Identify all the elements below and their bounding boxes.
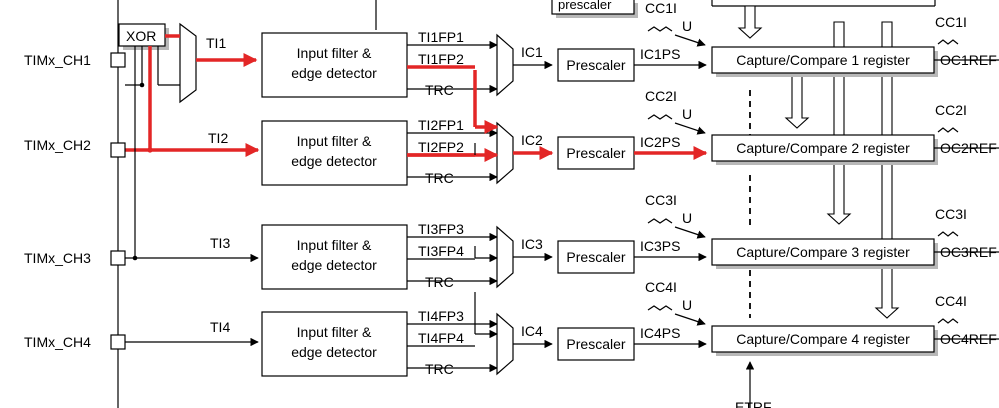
ic-mux-ch3: [496, 225, 514, 289]
event-wave-ch1: [647, 26, 673, 32]
ic-mux-ch2: [496, 121, 514, 185]
cc-event-top-ch2: CC2I: [645, 88, 677, 104]
pin-box-ch4: [110, 334, 126, 350]
filter-line2-ch3: edge detector: [291, 257, 377, 273]
input-filter-ch1: [261, 32, 408, 98]
cc-register-label-ch3: Capture/Compare 3 register: [736, 244, 910, 260]
oc-label-ch3: OC3REF: [940, 244, 997, 260]
ic-mux-ch4: [496, 312, 514, 376]
filter-line1-ch3: Input filter &: [297, 237, 372, 253]
input-filter-ch4: [261, 311, 408, 377]
oc-label-ch1: OC1REF: [940, 52, 997, 68]
event-wave-right-ch1: [937, 39, 959, 45]
ic-label-ch4: IC4: [521, 323, 543, 339]
xor-label: XOR: [126, 28, 156, 44]
top-prescaler-box: [551, 0, 635, 15]
bottom-label: ETRF: [735, 399, 772, 408]
input-filter-ch2: [261, 120, 408, 186]
prescaler-ch1: [557, 48, 635, 82]
event-wave-ch4: [647, 305, 673, 311]
ic-label-ch1: IC1: [521, 44, 543, 60]
cc-register-label-ch1: Capture/Compare 1 register: [736, 52, 910, 68]
cc-register-ch2: [711, 134, 935, 162]
cc-register-ch3: [711, 238, 935, 266]
top-prescaler-label: prescaler: [558, 0, 612, 12]
pin-label-ch4: TIMx_CH4: [24, 334, 91, 350]
ic-label-ch3: IC3: [521, 236, 543, 252]
cc-event-top-ch1: CC1I: [645, 0, 677, 16]
filter-line1-ch1: Input filter &: [297, 45, 372, 61]
prescaler-label-ch3: Prescaler: [566, 249, 625, 265]
fp-b-label-ch3: TI3FP4: [418, 243, 464, 259]
cc-register-label-ch4: Capture/Compare 4 register: [736, 331, 910, 347]
filter-line2-ch1: edge detector: [291, 65, 377, 81]
prescaler-label-ch4: Prescaler: [566, 336, 625, 352]
prescaler-label-ch2: Prescaler: [566, 145, 625, 161]
ti-label-ch4: TI4: [210, 319, 230, 335]
event-wave-ch3: [647, 218, 673, 224]
ps-label-ch1: IC1PS: [640, 46, 680, 62]
cc-register-label-ch2: Capture/Compare 2 register: [736, 140, 910, 156]
pin-label-ch1: TIMx_CH1: [24, 52, 91, 68]
ps-label-ch3: IC3PS: [640, 238, 680, 254]
fp-a-label-ch2: TI2FP1: [418, 117, 464, 133]
trc-label-ch3: TRC: [425, 274, 454, 290]
cc-register-ch4: [711, 325, 935, 353]
prescaler-ch3: [557, 240, 635, 274]
ic-mux-ch1: [496, 33, 514, 97]
input-filter-ch3: [261, 224, 408, 290]
ps-label-ch4: IC4PS: [640, 325, 680, 341]
trc-label-ch2: TRC: [425, 170, 454, 186]
fp-b-label-ch1: TI1FP2: [418, 51, 464, 67]
fp-b-label-ch4: TI4FP4: [418, 330, 464, 346]
ic-label-ch2: IC2: [521, 132, 543, 148]
oc-label-ch4: OC4REF: [940, 331, 997, 347]
oc-label-ch2: OC2REF: [940, 140, 997, 156]
filter-line2-ch2: edge detector: [291, 153, 377, 169]
prescaler-label-ch1: Prescaler: [566, 57, 625, 73]
event-wave-ch2: [647, 114, 673, 120]
filter-line1-ch2: Input filter &: [297, 133, 372, 149]
ti-label-ch3: TI3: [210, 235, 230, 251]
pin-box-ch1: [110, 52, 126, 68]
fp-a-label-ch4: TI4FP3: [418, 308, 464, 324]
fp-a-label-ch1: TI1FP1: [418, 29, 464, 45]
pin-box-ch2: [110, 142, 126, 158]
cc-event-right-ch2: CC2I: [935, 102, 967, 118]
cc-event-right-ch1: CC1I: [935, 14, 967, 30]
prescaler-ch2: [557, 136, 635, 170]
fp-a-label-ch3: TI3FP3: [418, 221, 464, 237]
trc-label-ch4: TRC: [425, 361, 454, 377]
filter-line1-ch4: Input filter &: [297, 324, 372, 340]
u-label-ch1: U: [682, 18, 692, 34]
u-label-ch4: U: [682, 297, 692, 313]
pin-box-ch3: [110, 250, 126, 266]
event-wave-right-ch3: [937, 231, 959, 237]
u-label-ch2: U: [682, 106, 692, 122]
u-label-ch3: U: [682, 210, 692, 226]
cc-event-right-ch3: CC3I: [935, 206, 967, 222]
event-wave-right-ch2: [937, 127, 959, 133]
ti-label-ch1: TI1: [206, 35, 226, 51]
ti1-input-mux: [179, 22, 197, 104]
cc-event-top-ch3: CC3I: [645, 192, 677, 208]
pin-label-ch3: TIMx_CH3: [24, 250, 91, 266]
cc-register-ch1: [711, 46, 935, 74]
ti-label-ch2: TI2: [208, 130, 228, 146]
filter-line2-ch4: edge detector: [291, 344, 377, 360]
pin-label-ch2: TIMx_CH2: [24, 137, 91, 153]
ps-label-ch2: IC2PS: [640, 134, 680, 150]
cc-event-top-ch4: CC4I: [645, 279, 677, 295]
trc-label-ch1: TRC: [425, 82, 454, 98]
event-wave-right-ch4: [937, 318, 959, 324]
cc-event-right-ch4: CC4I: [935, 293, 967, 309]
fp-b-label-ch2: TI2FP2: [418, 139, 464, 155]
prescaler-ch4: [557, 327, 635, 361]
